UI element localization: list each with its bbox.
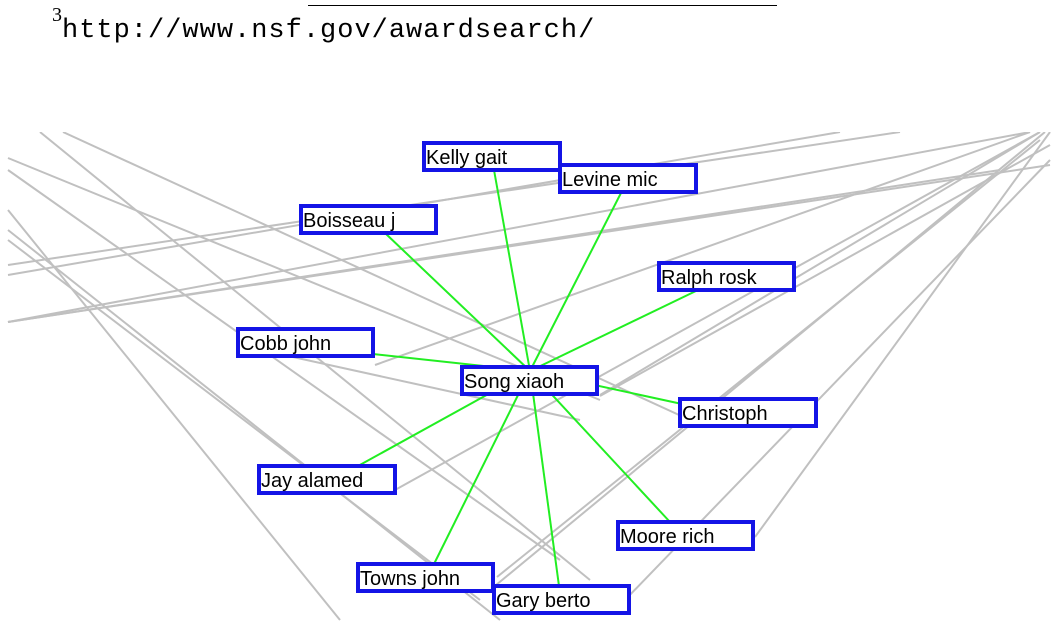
node-moore[interactable]: Moore rich [616, 520, 755, 551]
node-label: Jay alamed [261, 470, 363, 492]
node-boisseau[interactable]: Boisseau j [299, 204, 438, 235]
background-edge [7, 157, 601, 401]
background-edge [496, 139, 1041, 578]
edge-song-towns [433, 370, 531, 565]
node-box [422, 141, 562, 172]
node-song[interactable]: Song xiaoh [460, 365, 599, 396]
background-edge [7, 132, 1031, 323]
node-label: Christoph [682, 403, 768, 425]
node-box [460, 365, 599, 396]
footnote-url: http://www.nsf.gov/awardsearch/ [62, 16, 596, 47]
node-label: Moore rich [620, 526, 714, 548]
background-edge [489, 132, 1046, 591]
node-ralph[interactable]: Ralph rosk [657, 261, 796, 292]
node-jay[interactable]: Jay alamed [257, 464, 397, 495]
node-box [657, 261, 796, 292]
edge-song-levine [529, 190, 623, 372]
node-christoph[interactable]: Christoph [678, 397, 818, 428]
node-box [356, 562, 495, 593]
background-edge [754, 132, 1051, 538]
background-edge [7, 132, 901, 266]
edge-song-gary [529, 370, 560, 587]
node-levine[interactable]: Levine mic [558, 163, 698, 194]
node-label: Towns john [360, 568, 460, 590]
background-edge [7, 239, 481, 601]
node-cobb[interactable]: Cobb john [236, 327, 375, 358]
background-edge [394, 132, 1041, 491]
node-kelly[interactable]: Kelly gait [422, 141, 562, 172]
edge-song-boisseau [384, 232, 531, 372]
node-box [678, 397, 818, 428]
node-label: Kelly gait [426, 147, 508, 169]
background-edge [7, 169, 1001, 323]
node-box [558, 163, 698, 194]
node-gary[interactable]: Gary berto [492, 584, 631, 615]
node-box [236, 327, 375, 358]
footnote-rule [308, 5, 777, 6]
node-box [616, 520, 755, 551]
background-edge [599, 132, 1041, 396]
node-label: Boisseau j [303, 210, 395, 232]
node-label: Song xiaoh [464, 371, 564, 393]
node-label: Ralph rosk [661, 267, 758, 289]
background-edge [599, 144, 1051, 397]
footnote-marker: 3 [52, 4, 62, 26]
edge-song-moore [529, 370, 671, 523]
node-label: Gary berto [496, 590, 590, 612]
edge-song-kelly [493, 169, 531, 372]
node-towns[interactable]: Towns john [356, 562, 495, 593]
background-edge [7, 209, 341, 621]
node-box [492, 584, 631, 615]
footnote: 3http://www.nsf.gov/awardsearch/ [52, 2, 595, 46]
background-edge [7, 229, 501, 621]
node-box [257, 464, 397, 495]
node-label: Cobb john [240, 333, 331, 355]
node-label: Levine mic [562, 169, 658, 191]
node-box [299, 204, 438, 235]
edge-song-ralph [529, 289, 699, 372]
